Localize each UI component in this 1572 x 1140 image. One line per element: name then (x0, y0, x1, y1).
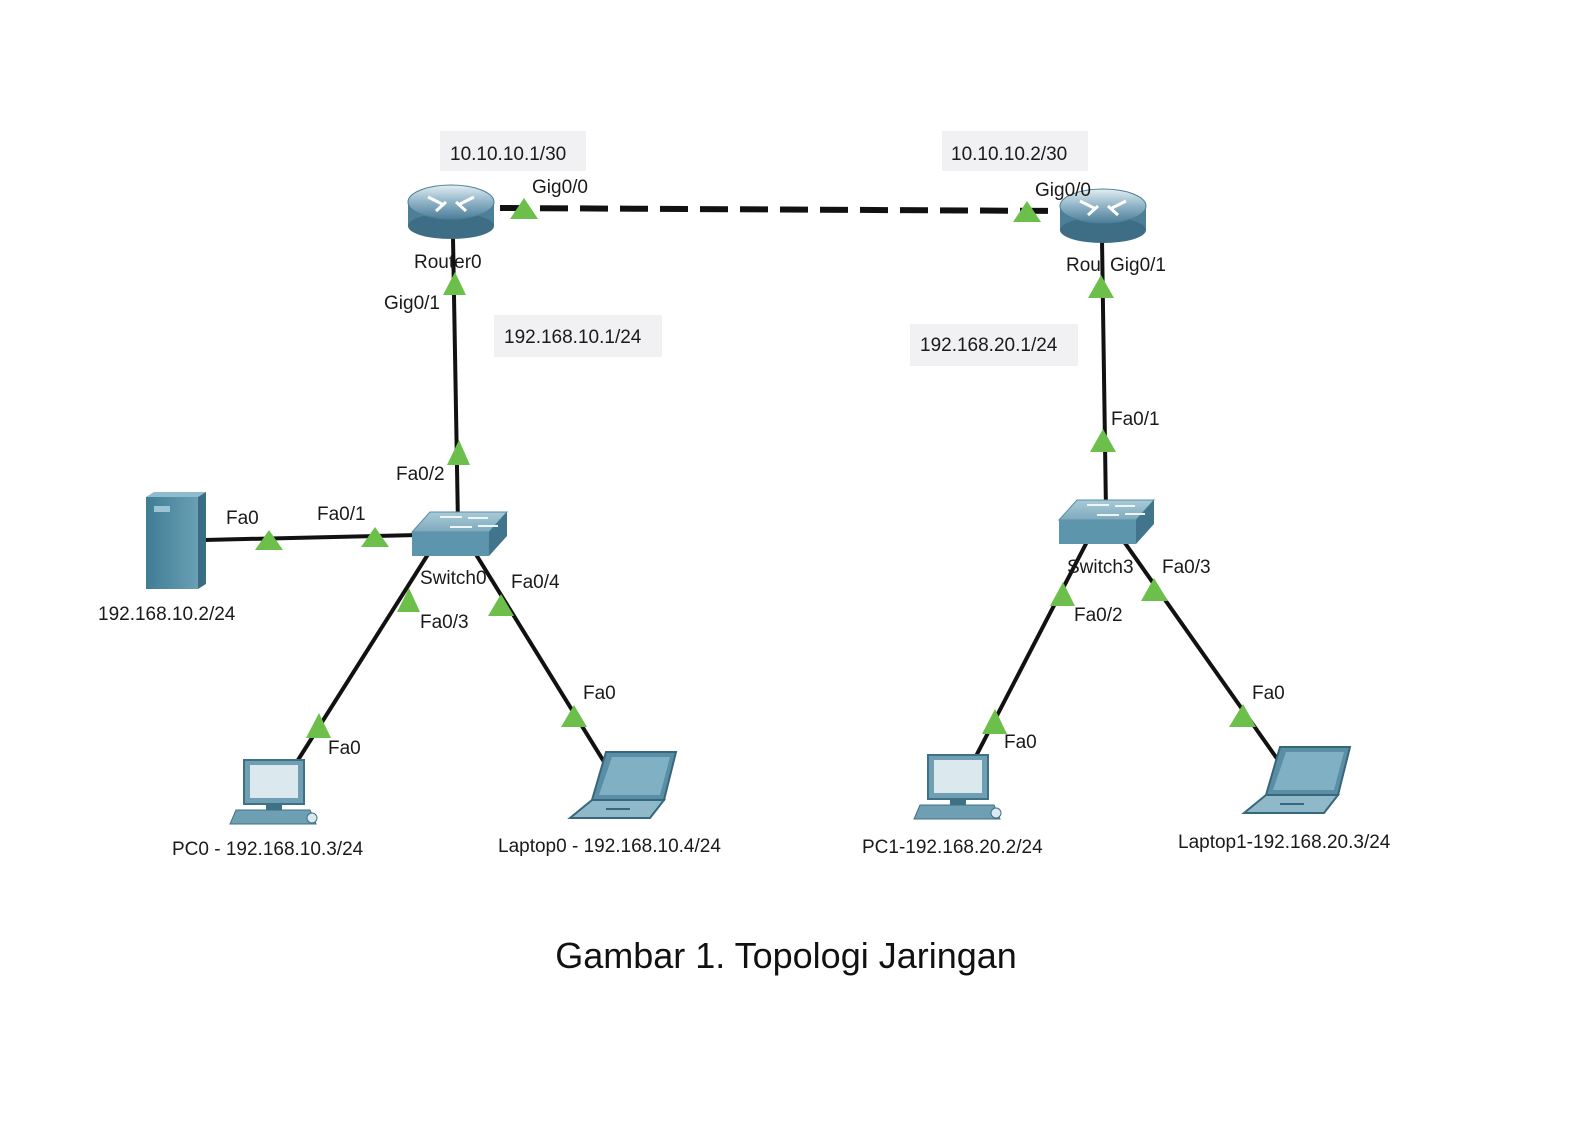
device-label-pc1: PC1-192.168.20.2/24 (862, 837, 1043, 858)
port-label-server-fa0: Fa0 (226, 508, 259, 529)
port-up-icon (255, 530, 283, 550)
device-label-pc0: PC0 - 192.168.10.3/24 (172, 839, 364, 860)
device-label-router0: Router0 (414, 252, 482, 273)
pc1-icon[interactable] (913, 754, 1002, 820)
device-label-switch1: Switch3 (1067, 557, 1134, 578)
switch0-icon[interactable] (410, 511, 509, 556)
port-label-r0-gig01: Gig0/1 (384, 293, 440, 314)
router1-icon[interactable] (1059, 188, 1147, 243)
figure-caption: Gambar 1. Topologi Jaringan (555, 935, 1017, 976)
port-label-sw0-fa03: Fa0/3 (420, 612, 469, 633)
link-switch0-laptop0 (470, 546, 608, 767)
port-up-icon (1141, 578, 1168, 601)
port-label-r1-gig01: Gig0/1 (1110, 255, 1166, 276)
port-label-sw0-fa02: Fa0/2 (396, 464, 445, 485)
port-up-icon (1050, 582, 1075, 606)
port-label-sw0-fa01: Fa0/1 (317, 504, 366, 525)
ip-label-router1-lan: 192.168.20.1/24 (920, 335, 1058, 356)
port-up-icon (488, 594, 514, 616)
laptop0-icon[interactable] (567, 751, 678, 819)
port-up-icon (306, 713, 331, 738)
ip-box-router0-lan (494, 315, 662, 357)
device-label-laptop0: Laptop0 - 192.168.10.4/24 (498, 836, 721, 857)
device-label-router1: Rou (1066, 255, 1101, 276)
port-label-sw1-fa02: Fa0/2 (1074, 605, 1123, 626)
server-icon[interactable] (146, 492, 206, 589)
port-up-icon (982, 709, 1007, 734)
port-label-sw0-fa04: Fa0/4 (511, 572, 560, 593)
port-up-icon (1090, 429, 1116, 452)
ip-label-router1-gig00: 10.10.10.2/30 (951, 144, 1067, 165)
ip-label-router0-gig00: 10.10.10.1/30 (450, 144, 566, 165)
port-up-icon (561, 705, 587, 727)
laptop1-icon[interactable] (1241, 746, 1352, 814)
port-up-icon (510, 198, 538, 219)
switch1-icon[interactable] (1057, 499, 1156, 544)
port-up-icon (447, 440, 470, 465)
link-router0-router1 (499, 205, 1063, 214)
ip-box-router0-wan (440, 131, 586, 171)
ip-label-router0-lan: 192.168.10.1/24 (504, 327, 642, 348)
link-server-switch0 (203, 533, 419, 542)
port-up-icon (397, 588, 420, 612)
ip-box-router1-wan (942, 131, 1088, 171)
port-label-r1-gig00: Gig0/0 (1035, 180, 1091, 201)
port-label-pc1-fa0: Fa0 (1004, 732, 1037, 753)
pc0-icon[interactable] (229, 759, 318, 825)
port-label-laptop0-fa0: Fa0 (583, 683, 616, 704)
port-status-indicators (255, 198, 1256, 738)
port-up-icon (1229, 704, 1256, 727)
port-up-icon (1088, 275, 1114, 298)
port-up-icon (443, 272, 466, 295)
device-label-laptop1: Laptop1-192.168.20.3/24 (1178, 832, 1391, 853)
device-label-server: 192.168.10.2/24 (98, 604, 236, 625)
ip-box-router1-lan (910, 324, 1078, 366)
port-label-pc0-fa0: Fa0 (328, 738, 361, 759)
port-up-icon (1013, 201, 1041, 222)
port-label-sw1-fa03: Fa0/3 (1162, 557, 1211, 578)
router0-icon[interactable] (407, 184, 495, 239)
port-label-laptop1-fa0: Fa0 (1252, 683, 1285, 704)
port-up-icon (361, 527, 389, 547)
port-label-r0-gig00: Gig0/0 (532, 177, 588, 198)
port-label-sw1-fa01: Fa0/1 (1111, 409, 1160, 430)
device-label-switch0: Switch0 (420, 568, 487, 589)
